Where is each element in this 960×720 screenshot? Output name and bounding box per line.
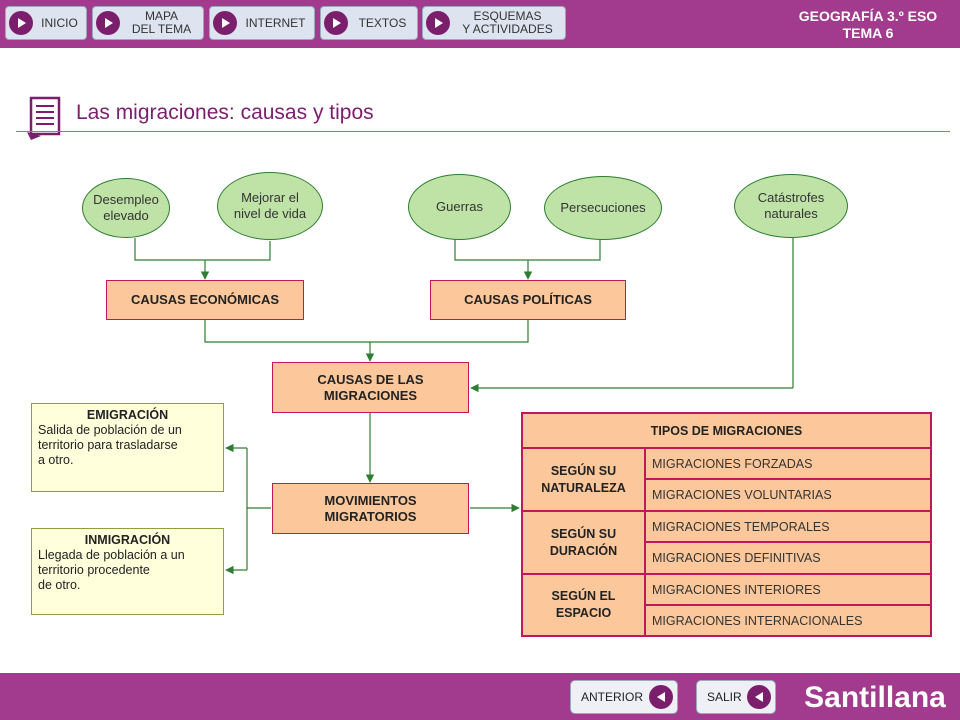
nav-inicio-button[interactable]: INICIO <box>5 6 87 40</box>
causas-economicas-box: CAUSAS ECONÓMICAS <box>106 280 304 320</box>
emigracion-text: Salida de población de un territorio par… <box>38 423 182 467</box>
santillana-logo: Santillana <box>804 681 946 714</box>
table-row: MIGRACIONES FORZADAS <box>646 449 930 478</box>
table-row: MIGRACIONES TEMPORALES <box>646 512 930 541</box>
cause-catastrofes-naturales: Catástrofes naturales <box>734 174 848 238</box>
nav-internet-button[interactable]: INTERNET <box>209 6 315 40</box>
nav-textos-button[interactable]: TEXTOS <box>320 6 418 40</box>
play-icon <box>9 11 33 35</box>
nav-esquemas-label: ESQUEMAS Y ACTIVIDADES <box>462 9 553 36</box>
nav-mapa-button[interactable]: MAPA DEL TEMA <box>92 6 204 40</box>
table-row: MIGRACIONES DEFINITIVAS <box>646 543 930 573</box>
back-icon <box>649 685 673 709</box>
cause-guerras: Guerras <box>408 174 511 240</box>
movimientos-migratorios-box: MOVIMIENTOS MIGRATORIOS <box>272 483 469 534</box>
nav-inicio-label: INICIO <box>41 15 78 30</box>
category-espacio: SEGÚN EL ESPACIO <box>523 575 644 635</box>
anterior-label: ANTERIOR <box>581 690 644 704</box>
table-row: MIGRACIONES INTERNACIONALES <box>646 606 930 635</box>
emigracion-box: EMIGRACIÓN Salida de población de un ter… <box>31 403 224 492</box>
nav-esquemas-button[interactable]: ESQUEMAS Y ACTIVIDADES <box>422 6 566 40</box>
bottom-bar <box>0 673 960 720</box>
page-title: Las migraciones: causas y tipos <box>76 101 374 124</box>
inmigracion-heading: INMIGRACIÓN <box>84 533 171 547</box>
document-icon <box>27 96 63 145</box>
inmigracion-text: Llegada de población a un territorio pro… <box>38 548 185 592</box>
cause-mejorar-nivel-de-vida: Mejorar el nivel de vida <box>217 172 323 240</box>
cause-desempleo: Desempleo elevado <box>82 178 170 238</box>
cause-persecuciones: Persecuciones <box>544 176 662 240</box>
nav-internet-label: INTERNET <box>245 15 306 30</box>
play-icon <box>426 11 450 35</box>
table-row: MIGRACIONES VOLUNTARIAS <box>646 480 930 510</box>
table-row: MIGRACIONES INTERIORES <box>646 575 930 604</box>
subject-title: GEOGRAFÍA 3.º ESO TEMA 6 <box>798 8 938 41</box>
back-icon <box>747 685 771 709</box>
nav-mapa-label: MAPA DEL TEMA <box>131 9 192 36</box>
category-naturaleza: SEGÚN SU NATURALEZA <box>523 449 644 510</box>
inmigracion-box: INMIGRACIÓN Llegada de población a un te… <box>31 528 224 615</box>
category-duracion: SEGÚN SU DURACIÓN <box>523 512 644 573</box>
title-divider <box>16 131 950 132</box>
nav-textos-label: TEXTOS <box>358 15 407 30</box>
play-icon <box>213 11 237 35</box>
salir-label: SALIR <box>707 690 742 704</box>
play-icon <box>324 11 348 35</box>
anterior-button[interactable]: ANTERIOR <box>570 680 678 714</box>
play-icon <box>96 11 120 35</box>
salir-button[interactable]: SALIR <box>696 680 776 714</box>
causas-de-las-migraciones-box: CAUSAS DE LAS MIGRACIONES <box>272 362 469 413</box>
tipos-de-migraciones-table: TIPOS DE MIGRACIONES SEGÚN SU NATURALEZA… <box>521 412 932 637</box>
table-header: TIPOS DE MIGRACIONES <box>523 414 930 447</box>
emigracion-heading: EMIGRACIÓN <box>86 408 169 422</box>
causas-politicas-box: CAUSAS POLÍTICAS <box>430 280 626 320</box>
